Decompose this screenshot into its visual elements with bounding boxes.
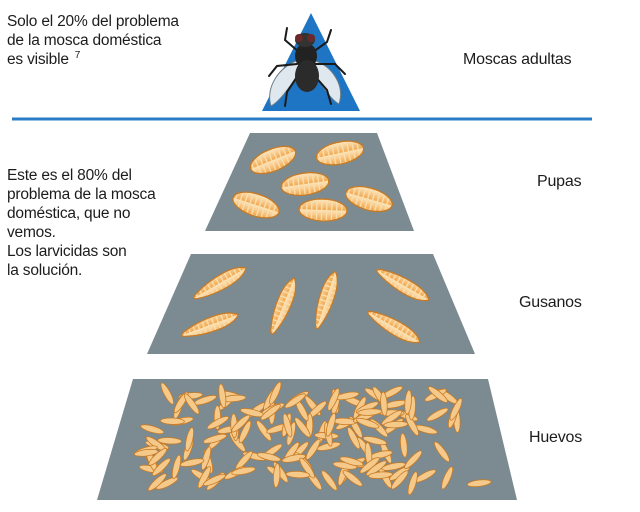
label-adults: Moscas adultas xyxy=(463,51,572,68)
label-larvae: Gusanos xyxy=(519,294,582,311)
hidden-problem-text: Este es el 80% del problema de la mosca … xyxy=(7,166,207,280)
hidden-line-2: problema de la mosca xyxy=(7,186,156,203)
visible-line-3: es visible xyxy=(7,51,69,68)
hidden-line-6: la solución. xyxy=(7,262,83,279)
visible-problem-text: Solo el 20% del problema de la mosca dom… xyxy=(7,12,227,71)
footnote-marker: 7 xyxy=(74,50,81,61)
hidden-line-5: Los larvicidas son xyxy=(7,243,127,260)
hidden-line-1: Este es el 80% del xyxy=(7,167,132,184)
fly-icon xyxy=(268,27,346,107)
visible-line-1: Solo el 20% del problema xyxy=(7,13,179,30)
hidden-line-4: vemos. xyxy=(7,224,56,241)
visible-line-2: de la mosca doméstica xyxy=(7,32,162,49)
label-pupae: Pupas xyxy=(537,173,582,190)
hidden-line-3: doméstica, que no xyxy=(7,205,131,222)
label-eggs: Huevos xyxy=(529,429,583,446)
